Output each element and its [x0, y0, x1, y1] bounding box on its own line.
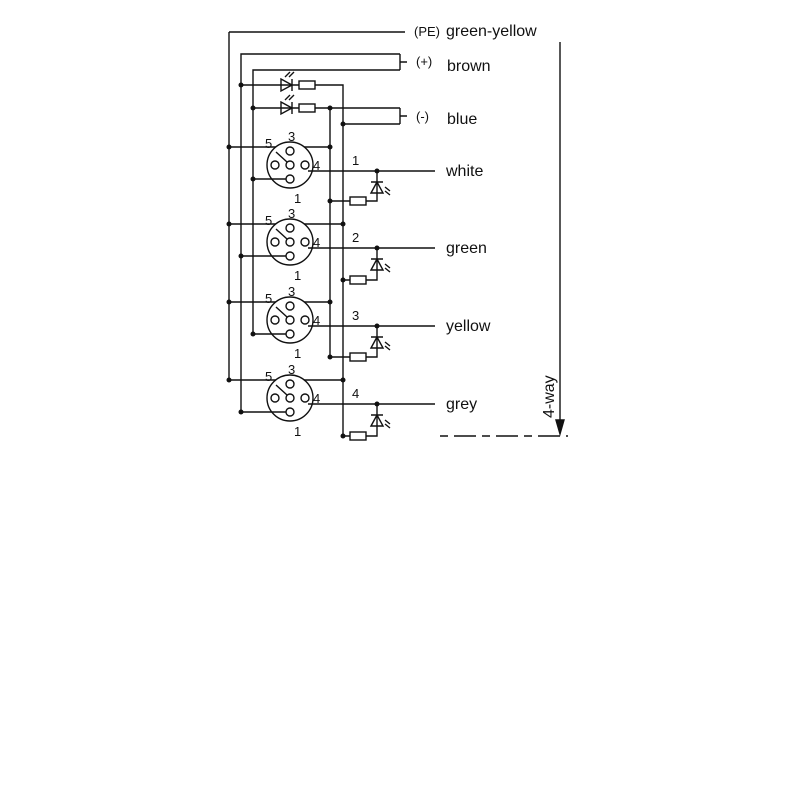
channel-3: 3 5 4 1 3 yellow [226, 284, 491, 362]
channel-number: 4 [352, 386, 359, 401]
arrow-head-icon [555, 419, 565, 437]
pin-label: 4 [313, 235, 320, 250]
resistor-icon [298, 103, 316, 113]
led-icon [369, 413, 391, 429]
pin-label: 1 [294, 191, 301, 206]
brown-wire [240, 53, 407, 412]
pin-label: 3 [288, 362, 295, 377]
pin-label: 1 [294, 424, 301, 439]
resistor-icon [349, 196, 367, 206]
blue-wire [330, 107, 407, 125]
blue-label: blue [447, 111, 477, 128]
led-icon [369, 180, 391, 196]
channel-number: 2 [352, 230, 359, 245]
channel-wire-color: yellow [446, 318, 491, 335]
variant-label: 4-way [541, 375, 558, 418]
minus-rail-b [241, 84, 344, 436]
pe-prefix: (PE) [414, 24, 440, 39]
channel-wire-color: green [446, 240, 487, 257]
pin-label: 5 [265, 136, 272, 151]
led-icon [369, 335, 391, 351]
resistor-icon [298, 80, 316, 90]
pin-label: 3 [288, 206, 295, 221]
plus-prefix: (+) [416, 54, 432, 69]
led-icon [369, 257, 391, 273]
pin-label: 4 [313, 391, 320, 406]
led-icon [280, 71, 295, 93]
pin-label: 3 [288, 129, 295, 144]
resistor-icon [349, 275, 367, 285]
channel-number: 3 [352, 308, 359, 323]
pin-label: 1 [294, 268, 301, 283]
channel-4: 3 5 4 1 4 grey [226, 362, 477, 441]
led-icon [280, 94, 295, 116]
pin-label: 5 [265, 291, 272, 306]
minus-prefix: (-) [416, 109, 429, 124]
channel-number: 1 [352, 153, 359, 168]
pin-label: 5 [265, 369, 272, 384]
resistor-icon [349, 431, 367, 441]
channel-wire-color: white [445, 163, 483, 180]
pe-label: green-yellow [446, 23, 537, 40]
pin-label: 1 [294, 346, 301, 361]
resistor-icon [349, 352, 367, 362]
channel-2: 3 5 4 1 2 green [226, 206, 487, 285]
channel-wire-color: grey [446, 396, 477, 413]
pin-label: 4 [313, 313, 320, 328]
pin-label: 4 [313, 158, 320, 173]
channel-1: 3 5 4 1 1 white [226, 129, 483, 206]
brown-label: brown [447, 58, 491, 75]
pin-label: 5 [265, 213, 272, 228]
pin-label: 3 [288, 284, 295, 299]
